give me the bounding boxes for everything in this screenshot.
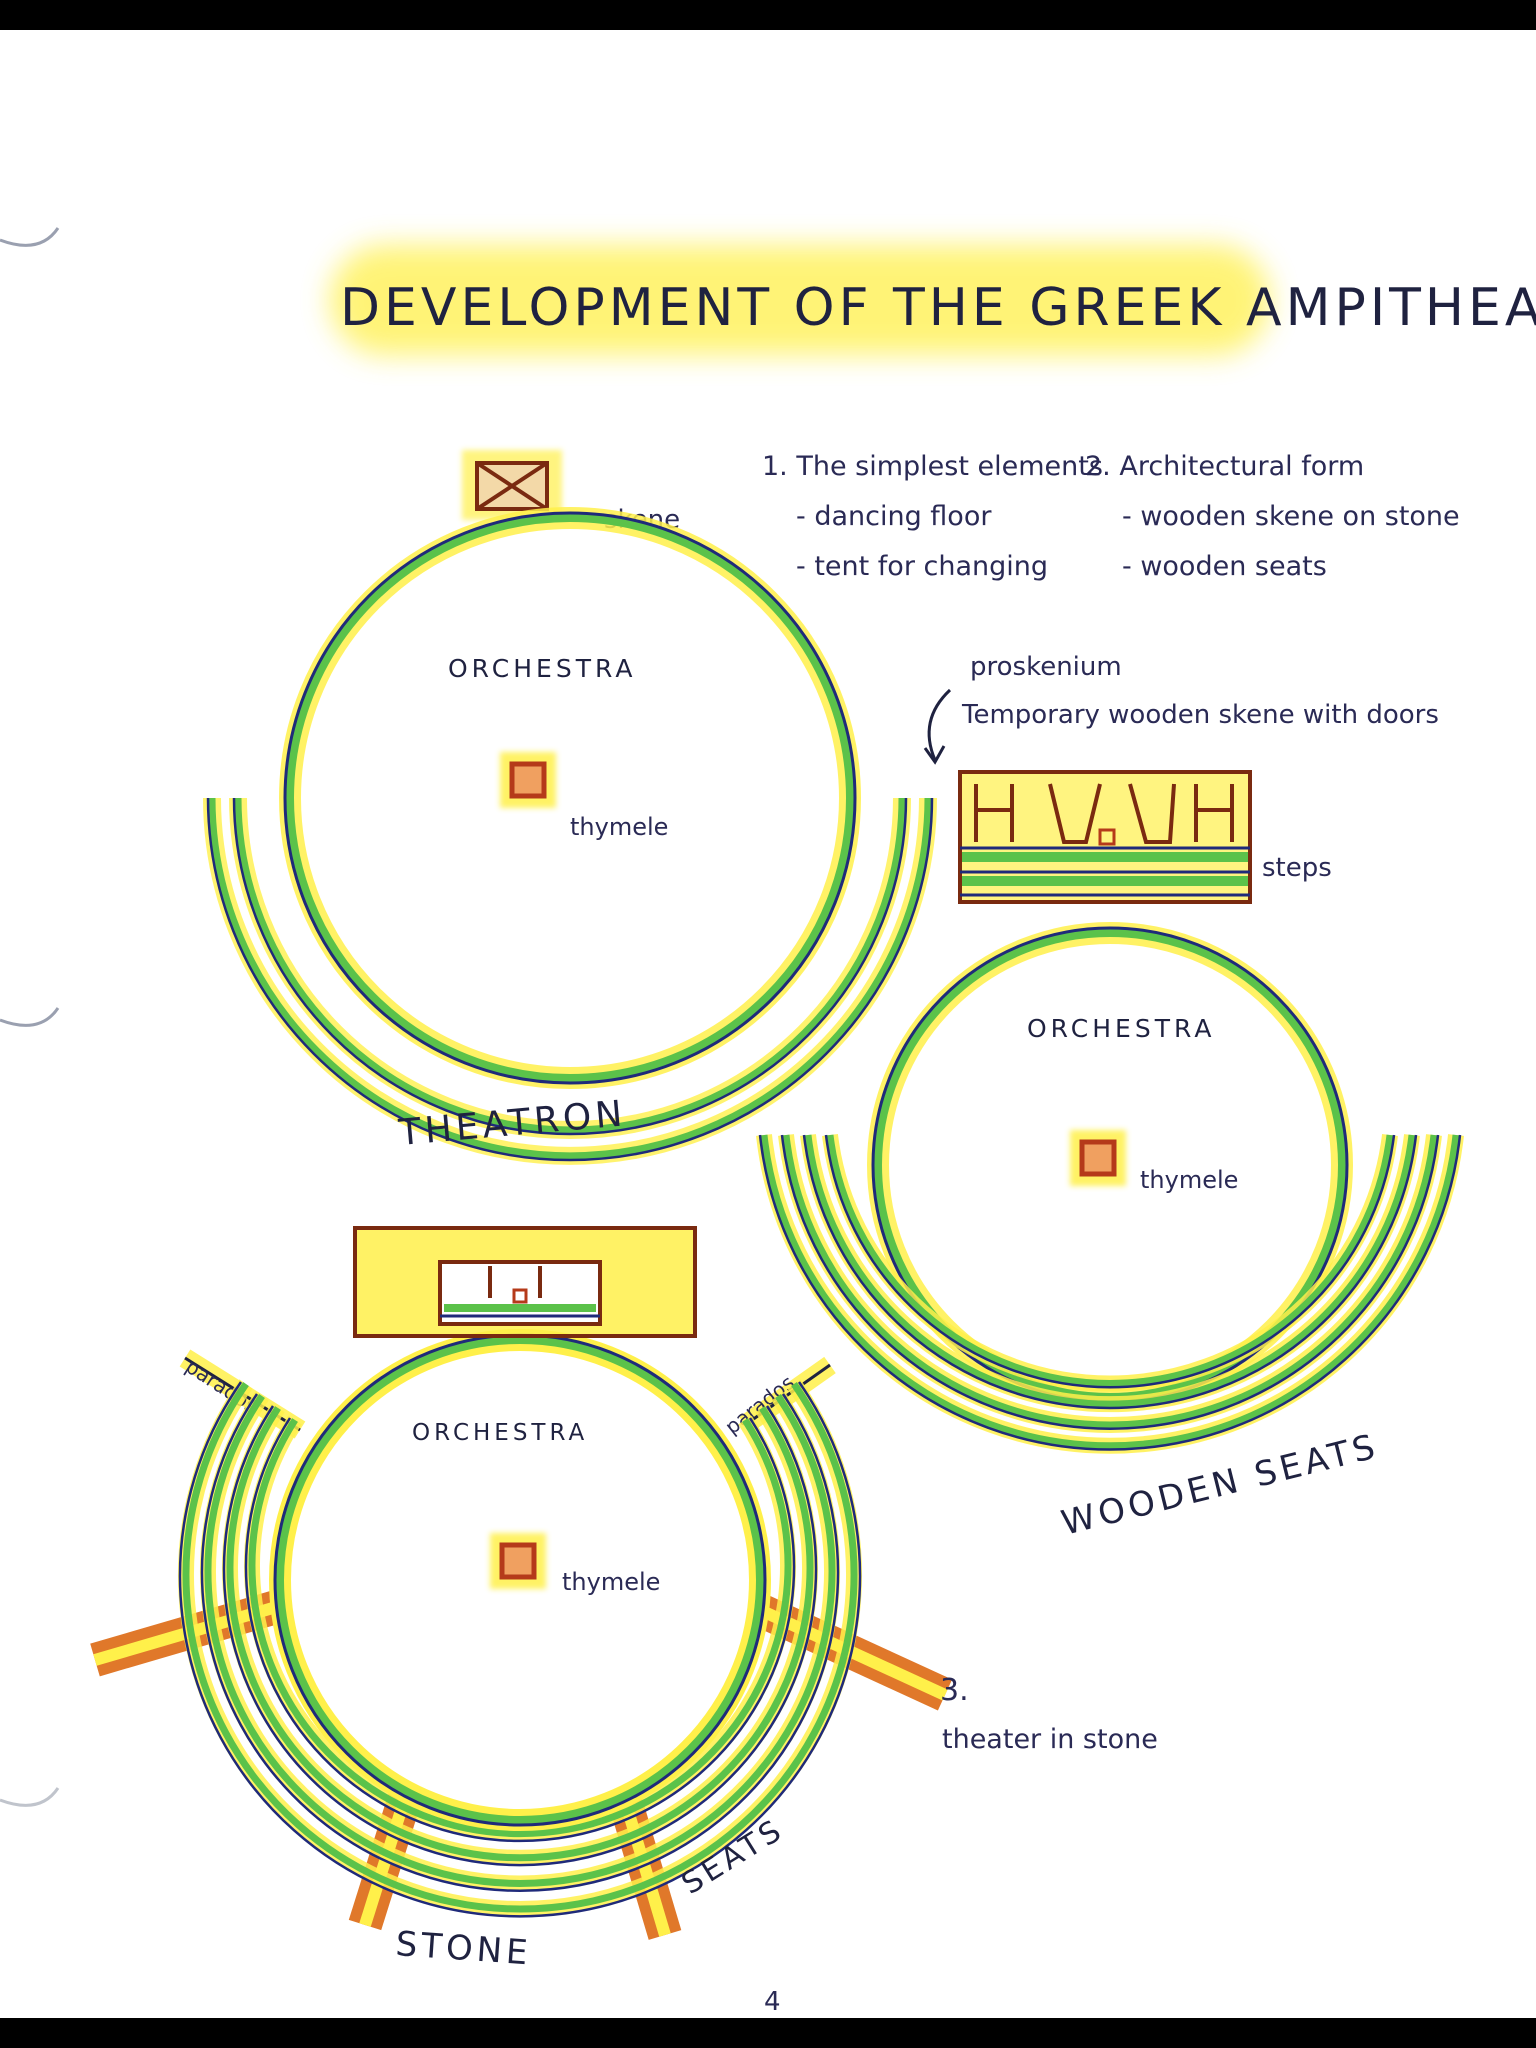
orchestra-circle: [276, 1336, 764, 1824]
theatron-arc-outline: [206, 797, 934, 1162]
stone-label: STONE: [394, 1924, 532, 1973]
skene-note: Temporary wooden skene with doors: [961, 700, 1439, 730]
pointer-arrow-icon: [927, 688, 952, 761]
seat-arc: [782, 1134, 1438, 1429]
orchestra-circle: [286, 514, 854, 1082]
stage-door-icon: [488, 1266, 542, 1298]
binder-hole-icon: [0, 227, 60, 247]
stage2-item: - wooden seats: [1122, 551, 1327, 582]
stone-seat-arc: [226, 1406, 814, 1862]
orchestra-label: ORCHESTRA: [412, 1420, 588, 1446]
theatron-arc-outline: [232, 797, 908, 1136]
binder-hole-icon: [0, 1787, 60, 1807]
stone-skene-stage: [438, 1260, 602, 1326]
seat-arc-outline: [824, 1134, 1396, 1389]
orchestra-label: ORCHESTRA: [448, 654, 636, 683]
skene-tent-icon: [475, 461, 549, 511]
thymele-altar-icon: [1079, 1139, 1117, 1177]
stage2-item: - wooden skene on stone: [1122, 501, 1460, 532]
arrowhead-icon: [923, 745, 946, 765]
skene-door-icon: [1048, 783, 1102, 844]
stage2-heading: 2. Architectural form: [1085, 451, 1364, 482]
skene-door-icon: [974, 784, 1014, 842]
stone-seat-arc-outline: [178, 1381, 862, 1918]
notes-stage1: 1. The simplest elements - dancing floor…: [762, 451, 1103, 582]
orchestra-label: ORCHESTRA: [1027, 1014, 1215, 1043]
seat-arc: [826, 1134, 1394, 1387]
title-highlight: [330, 245, 1270, 355]
orchestra-outline: [283, 511, 857, 1085]
stage3-diagram: parados parados ORCHESTRA thymele: [90, 1226, 1158, 1973]
stone-seat-arc-outline: [200, 1393, 840, 1892]
wooden-skene: [958, 770, 1252, 904]
stone-seat-arc: [248, 1418, 792, 1838]
stone-skene: [353, 1226, 697, 1338]
stone-seat-arc-outline: [244, 1417, 796, 1843]
stone-step-band: [444, 1304, 596, 1312]
stage1-item: - tent for changing: [796, 551, 1048, 582]
theatron-arc: [208, 797, 932, 1160]
stone-seat-arc: [204, 1394, 836, 1887]
seat-arc: [760, 1134, 1460, 1450]
stone-skene-outline: [353, 1226, 697, 1338]
notes-stage2: 2. Architectural form - wooden skene on …: [1085, 451, 1460, 582]
stage1-diagram: skene ORCHESTRA thymele THEATRON: [203, 450, 937, 1165]
skene-door-icon: [1128, 783, 1176, 844]
small-altar-icon: [512, 1288, 528, 1304]
steps-label: steps: [1262, 853, 1332, 883]
thymele-label: thymele: [562, 1568, 660, 1596]
thymele-label: thymele: [1140, 1166, 1238, 1194]
page-number: 4: [764, 1987, 781, 2017]
seat-arc-outline: [758, 1134, 1462, 1451]
page-title: DEVELOPMENT OF THE GREEK AMPITHEATER: [340, 278, 1536, 338]
skene-door-icon: [1194, 784, 1234, 842]
seat-arc-outline: [802, 1134, 1418, 1410]
stone-seat-arc: [182, 1382, 858, 1913]
binder-hole-icon: [0, 1007, 60, 1027]
stone-seat-arc-outline: [222, 1405, 818, 1867]
step-band: [962, 876, 1248, 886]
stage1-item: - dancing floor: [796, 501, 992, 532]
thymele-altar-icon: [499, 1542, 537, 1580]
stage3-number: 3.: [940, 1673, 969, 1708]
seat-arc: [804, 1134, 1416, 1408]
theatron-arc: [234, 797, 906, 1134]
thymele-label: thymele: [570, 813, 668, 841]
seat-arc-outline: [780, 1134, 1440, 1430]
thymele-altar-icon: [509, 761, 547, 799]
stage1-heading: 1. The simplest elements: [762, 451, 1103, 482]
step-band: [962, 852, 1248, 862]
wooden-skene-outline: [958, 770, 1252, 904]
title-group: DEVELOPMENT OF THE GREEK AMPITHEATER: [330, 245, 1536, 355]
proskenium-label: proskenium: [970, 652, 1122, 682]
stage3-caption: theater in stone: [942, 1724, 1158, 1755]
small-altar-icon: [1098, 828, 1116, 846]
